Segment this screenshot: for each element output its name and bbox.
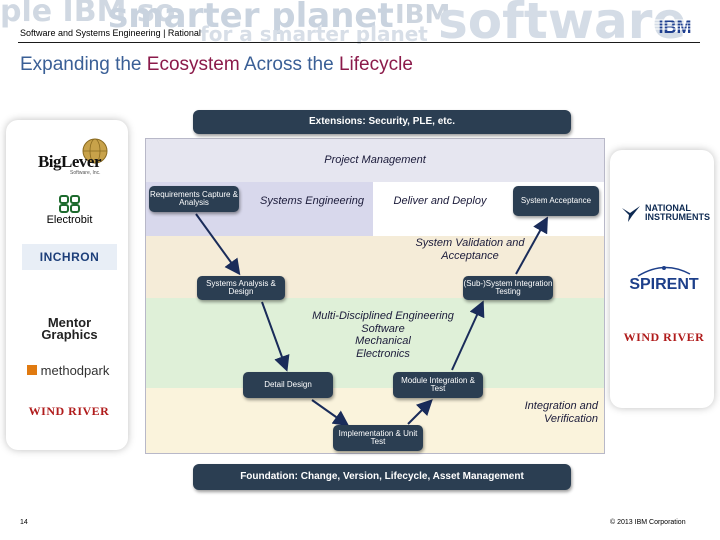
watermark-text: for a smarter planet xyxy=(200,22,428,44)
svg-text:IBM: IBM xyxy=(659,17,692,37)
page-number: 14 xyxy=(20,519,28,526)
diagram-frame xyxy=(145,138,605,454)
header-banner: ple IBM so smarter planet for a smarter … xyxy=(0,0,720,44)
deliver-deploy-label: Deliver and Deploy xyxy=(393,195,487,207)
band-multi-disciplined xyxy=(145,298,605,388)
methodpark-square-icon xyxy=(26,365,37,375)
requirements-box: Requirements Capture & Analysis xyxy=(149,186,239,212)
biglever-name: BigLever xyxy=(37,152,102,171)
title-highlight: Lifecycle xyxy=(338,54,413,75)
spirent-name: SPIRENT xyxy=(629,276,699,293)
biglever-logo: BigLever Software, Inc. xyxy=(22,138,117,182)
watermark-text: IBM xyxy=(395,0,451,30)
band-project-management xyxy=(145,138,605,182)
arrow-detail-to-impl xyxy=(311,399,350,427)
extensions-bar: Extensions: Security, PLE, etc. xyxy=(193,110,571,134)
wind-river-logo-right: WIND RIVER xyxy=(623,329,705,344)
multi-disciplined-title: Multi-Disciplined Engineering xyxy=(312,310,454,322)
module-integration-box: Module Integration & Test xyxy=(393,372,483,398)
electrobit-logo: Electrobit xyxy=(22,192,117,228)
wind-river-logo-left: WIND RIVER xyxy=(28,403,110,418)
breadcrumb: Software and Systems Engineering | Ratio… xyxy=(20,28,201,38)
watermark-text: ple IBM so xyxy=(0,0,176,29)
spirent-logo: SPIRENT xyxy=(618,262,710,296)
national-instruments-logo: NATIONAL INSTRUMENTS xyxy=(614,198,716,228)
arrow-subsystem-to-acceptance xyxy=(515,216,548,275)
copyright: © 2013 IBM Corporation xyxy=(610,519,686,526)
inchron-logo: INCHRON xyxy=(22,244,117,270)
detail-design-box: Detail Design xyxy=(243,372,333,398)
right-partner-panel xyxy=(610,150,714,408)
arrow-impl-to-module xyxy=(407,399,433,425)
globe-icon xyxy=(82,138,108,164)
electrobit-icon xyxy=(58,195,80,213)
arrow-req-to-analysis xyxy=(195,213,241,276)
implementation-box: Implementation & Unit Test xyxy=(333,425,423,451)
methodpark-logo: methodpark xyxy=(18,358,118,382)
title-text: Across the xyxy=(239,54,339,75)
title-highlight: Ecosystem xyxy=(146,54,240,75)
spirent-swoosh-icon xyxy=(637,266,691,277)
mechanical-label: Mechanical xyxy=(355,335,411,348)
ibm-logo: IBM xyxy=(650,14,700,38)
foundation-bar: Foundation: Change, Version, Lifecycle, … xyxy=(193,464,571,490)
graphics-name: Graphics xyxy=(41,327,98,342)
mentor-name: Mentor xyxy=(47,315,92,331)
biglever-subtitle: Software, Inc. xyxy=(70,170,101,176)
left-partner-panel xyxy=(6,120,128,450)
title-text: Expanding the xyxy=(20,54,147,75)
multi-disciplined-label: Multi-Disciplined Engineering Software M… xyxy=(295,310,471,361)
electronics-label: Electronics xyxy=(356,347,410,360)
systems-analysis-box: Systems Analysis & Design xyxy=(197,276,285,300)
subsystem-testing-box: (Sub-)System Integration Testing xyxy=(463,276,553,300)
page-title: Expanding the Ecosystem Across the Lifec… xyxy=(20,54,413,76)
arrow-module-to-subsystem xyxy=(451,300,485,371)
eagle-icon xyxy=(622,206,640,222)
ni-line-1: NATIONAL xyxy=(645,202,691,213)
watermark-text: software xyxy=(438,0,687,44)
ni-line-2: INSTRUMENTS xyxy=(645,212,710,222)
arrow-analysis-to-detail xyxy=(261,301,290,372)
methodpark-name: methodpark xyxy=(40,362,110,378)
mentor-graphics-logo: Mentor Graphics xyxy=(22,316,117,342)
software-label: Software xyxy=(361,322,405,335)
watermark-text: smarter planet xyxy=(108,0,394,36)
system-acceptance-box: System Acceptance xyxy=(513,186,599,216)
systems-engineering-label: Systems Engineering xyxy=(260,195,364,207)
project-management-label: Project Management xyxy=(324,154,426,166)
integration-verification-label: Integration and Verification xyxy=(524,400,598,425)
ni-text: NATIONAL INSTRUMENTS xyxy=(645,202,710,223)
electrobit-name: Electrobit xyxy=(46,214,93,226)
system-validation-label: System Validation and Acceptance xyxy=(415,237,525,262)
header-divider xyxy=(18,42,700,43)
